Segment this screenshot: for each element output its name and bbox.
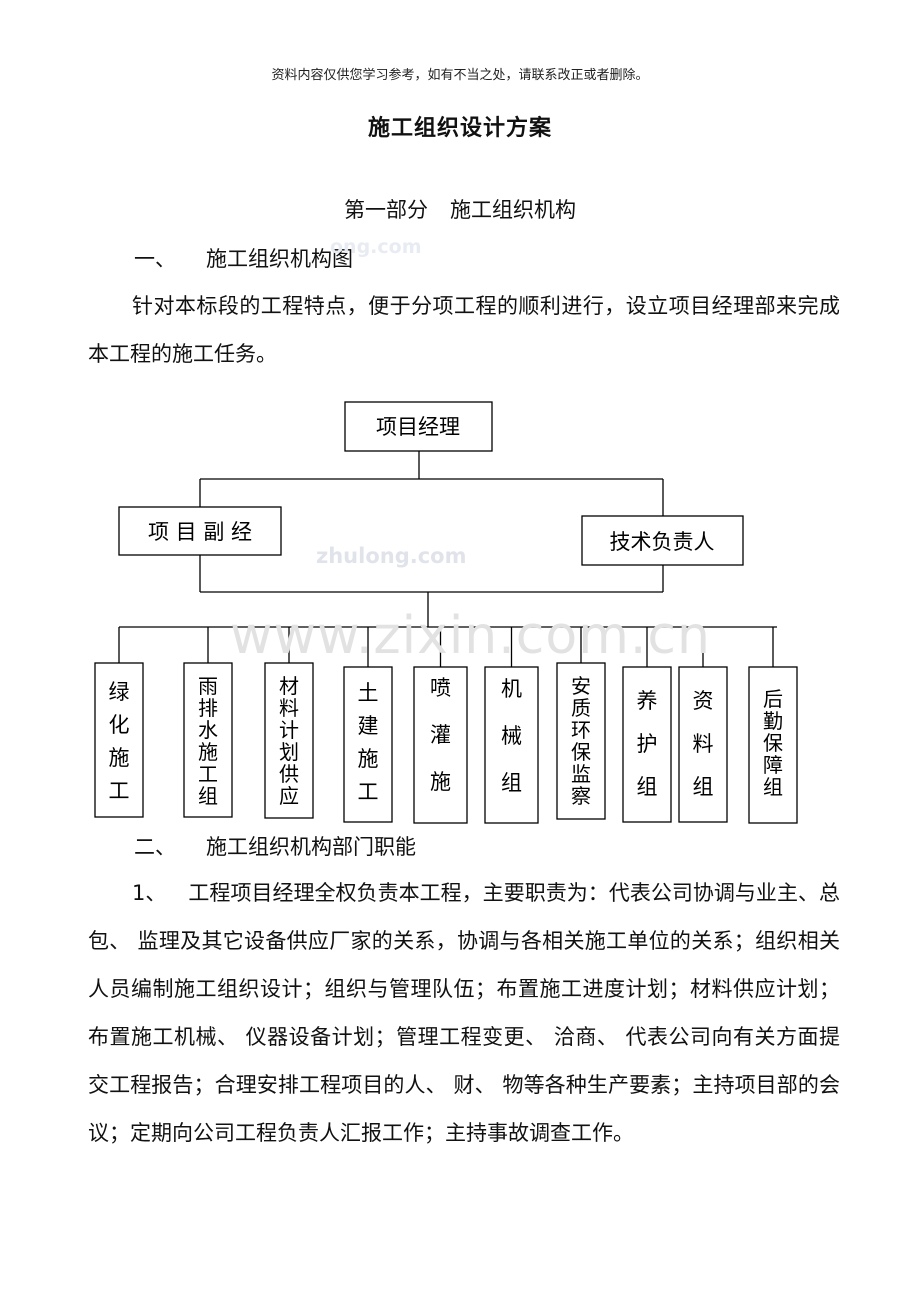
section2-heading: 二、 施工组织机构部门职能 bbox=[134, 831, 416, 861]
team-label-char: 喷 bbox=[430, 676, 451, 700]
intro-paragraph: 针对本标段的工程特点，便于分项工程的顺利进行，设立项目经理部来完成本工程的施工任… bbox=[88, 294, 840, 366]
part-heading: 第一部分施工组织机构 bbox=[0, 194, 920, 224]
section1-heading: 一、 施工组织机构图 bbox=[134, 243, 353, 273]
team-label-char: 组 bbox=[763, 775, 783, 799]
team-boxes: 绿化施工雨排水施工组材料计划供应土建施工喷灌施机械组安质环保监察养护组资料组后勤… bbox=[94, 662, 798, 824]
tech-lead-box: 技术负责人 bbox=[581, 515, 744, 566]
team-label-char: 料 bbox=[693, 732, 714, 756]
team-label-char: 绿 bbox=[109, 680, 130, 704]
team-label-char: 水 bbox=[198, 718, 218, 742]
team-label-char: 勤 bbox=[763, 709, 783, 733]
team-label-char: 施 bbox=[358, 747, 379, 771]
deputy-manager-label: 项 目 副 经 bbox=[148, 520, 252, 544]
team-label-char: 保 bbox=[571, 740, 591, 764]
team-label-char: 化 bbox=[109, 713, 130, 737]
section1-title: 施工组织机构图 bbox=[206, 247, 353, 271]
team-label-char: 施 bbox=[430, 770, 451, 794]
team-label-char: 应 bbox=[279, 784, 299, 808]
manager-box: 项目经理 bbox=[344, 401, 493, 452]
duty1-text: 工程项目经理全权负责本工程，主要职责为：代表公司协调与业主、总包、 监理及其它设… bbox=[88, 881, 840, 1145]
team-label-char: 材 bbox=[279, 674, 299, 698]
team-label-char: 施 bbox=[198, 740, 218, 764]
team-label-char: 建 bbox=[358, 714, 379, 738]
team-label-char: 保 bbox=[763, 731, 783, 755]
team-label-char: 供 bbox=[279, 762, 299, 786]
team-label-char: 工 bbox=[198, 762, 218, 786]
part-number: 第一部分 bbox=[344, 198, 428, 222]
team-label-char: 组 bbox=[693, 775, 714, 799]
section2-title: 施工组织机构部门职能 bbox=[206, 835, 416, 859]
disclaimer-notice: 资料内容仅供您学习参考，如有不当之处，请联系改正或者删除。 bbox=[271, 68, 649, 83]
team-label-char: 察 bbox=[571, 784, 591, 808]
team-label-char: 计 bbox=[279, 718, 299, 742]
team-connectors bbox=[118, 627, 774, 667]
team-label-char: 工 bbox=[109, 779, 130, 803]
team-label-char: 监 bbox=[571, 762, 591, 786]
duty1-number: 1、 bbox=[132, 881, 167, 905]
team-label-char: 工 bbox=[358, 780, 379, 804]
document-title: 施工组织设计方案 bbox=[367, 116, 552, 141]
team-label-char: 机 bbox=[501, 677, 522, 701]
team-box: 资料组 bbox=[678, 666, 728, 823]
deputy-manager-box: 项 目 副 经 bbox=[118, 506, 282, 556]
team-label-char: 后 bbox=[763, 687, 783, 711]
team-label-char: 组 bbox=[198, 784, 218, 808]
team-label-char: 环 bbox=[571, 718, 591, 742]
manager-label: 项目经理 bbox=[376, 415, 460, 439]
team-label-char: 施 bbox=[109, 746, 130, 770]
team-label-char: 械 bbox=[501, 724, 522, 748]
team-box: 机械组 bbox=[484, 666, 539, 824]
team-label-char: 安 bbox=[571, 674, 591, 698]
team-label-char: 组 bbox=[637, 775, 658, 799]
team-label-char: 雨 bbox=[198, 674, 218, 698]
team-label-char: 障 bbox=[763, 753, 783, 777]
duty1-paragraph: 1、工程项目经理全权负责本工程，主要职责为：代表公司协调与业主、总包、 监理及其… bbox=[88, 869, 840, 1157]
team-label-char: 养 bbox=[637, 689, 658, 713]
team-label-char: 排 bbox=[198, 696, 218, 720]
team-label-char: 划 bbox=[279, 740, 299, 764]
team-label-char: 组 bbox=[501, 771, 522, 795]
team-box: 喷灌施 bbox=[413, 666, 468, 824]
part-name: 施工组织机构 bbox=[450, 198, 576, 222]
team-label-char: 料 bbox=[279, 696, 299, 720]
team-label-char: 质 bbox=[571, 696, 591, 720]
section1-number: 一、 bbox=[134, 247, 176, 271]
team-label-char: 护 bbox=[637, 732, 658, 756]
org-chart-lines bbox=[119, 451, 777, 628]
tech-lead-label: 技术负责人 bbox=[610, 530, 715, 554]
team-label-char: 资 bbox=[693, 689, 714, 713]
team-box: 养护组 bbox=[622, 666, 672, 823]
team-label-char: 土 bbox=[358, 681, 379, 705]
section2-number: 二、 bbox=[134, 835, 176, 859]
team-label-char: 灌 bbox=[430, 723, 451, 747]
